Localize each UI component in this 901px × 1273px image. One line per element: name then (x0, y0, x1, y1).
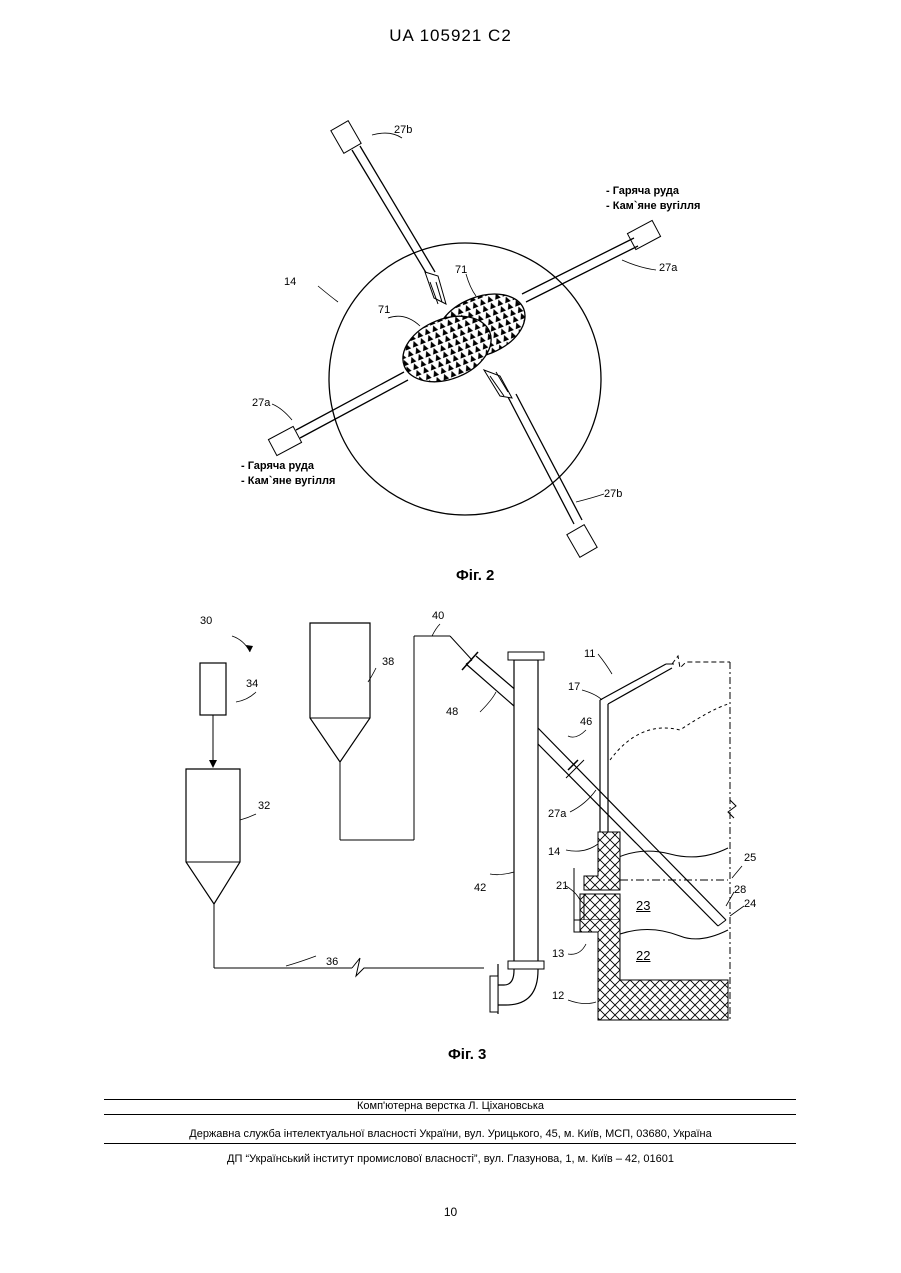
label-28: 28 (734, 884, 746, 896)
label-40: 40 (432, 610, 444, 622)
label-23: 23 (636, 898, 650, 913)
footer-layout-credit: Комп'ютерна верстка Л. Ціхановська (0, 1100, 901, 1112)
label-36: 36 (326, 956, 338, 968)
pipe-42 (514, 660, 538, 965)
label-27a: 27a (548, 808, 566, 820)
label-38: 38 (382, 656, 394, 668)
footer-institute: ДП “Український інститут промислової вла… (0, 1153, 901, 1165)
label-12: 12 (552, 990, 564, 1002)
figure-3-caption: Фіг. 3 (448, 1046, 486, 1063)
label-21: 21 (556, 880, 568, 892)
tuyere-21 (580, 894, 620, 920)
label-48: 48 (446, 706, 458, 718)
lance-46 (538, 728, 726, 926)
label-11: 11 (584, 648, 595, 660)
footer-agency: Державна служба інтелектуальної власност… (0, 1128, 901, 1140)
unit-34 (200, 663, 226, 715)
label-46: 46 (580, 716, 592, 728)
label-30: 30 (200, 615, 212, 627)
label-24: 24 (744, 898, 756, 910)
label-34: 34 (246, 678, 258, 690)
label-13: 13 (552, 948, 564, 960)
label-14: 14 (548, 846, 560, 858)
label-22: 22 (636, 948, 650, 963)
label-42: 42 (474, 882, 486, 894)
figure-3-drawing (0, 0, 901, 1060)
label-17: 17 (568, 681, 580, 693)
refractory-13 (584, 832, 620, 890)
page-number: 10 (0, 1205, 901, 1219)
label-32: 32 (258, 800, 270, 812)
hopper-32 (186, 769, 240, 904)
hopper-38 (310, 623, 370, 762)
label-25: 25 (744, 852, 756, 864)
footer-rule-2 (104, 1114, 796, 1115)
footer-rule-3 (104, 1143, 796, 1144)
